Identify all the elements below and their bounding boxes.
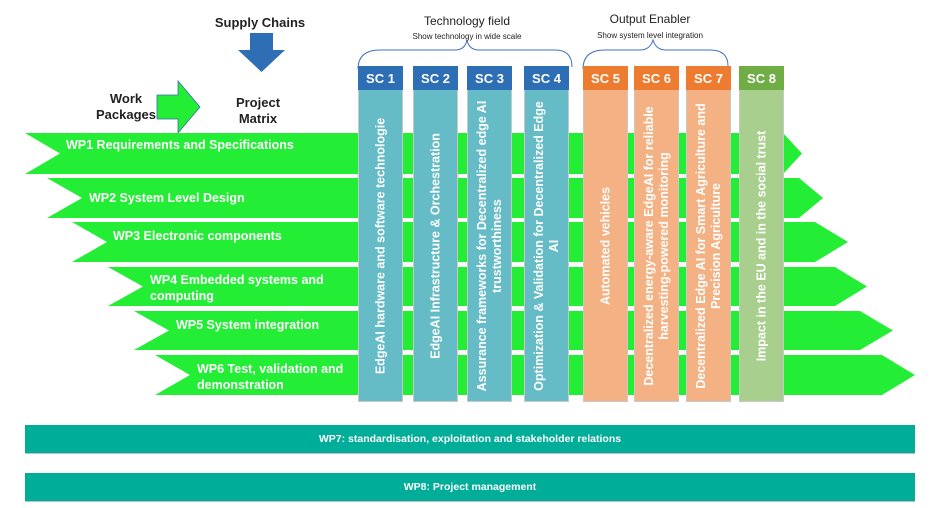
wp6-label: WP6 Test, validation and demonstration bbox=[197, 362, 344, 392]
sc1-label: EdgeAI hardware and software technologie bbox=[373, 117, 387, 374]
sc-column-1: SC 1 EdgeAI hardware and software techno… bbox=[358, 66, 403, 402]
sc-column-2: SC 2 EdgeAI Infrastructure & Orchestrati… bbox=[413, 66, 458, 402]
wp2-label: WP2 System Level Design bbox=[89, 191, 245, 205]
wp3-label: WP3 Electronic components bbox=[113, 229, 282, 243]
wp4-label: WP4 Embedded systems and computing bbox=[150, 273, 324, 303]
wp7-bar: WP7: standardisation, exploitation and s… bbox=[25, 425, 915, 454]
wp1-label: WP1 Requirements and Specifications bbox=[66, 138, 294, 152]
sc4-header: SC 4 bbox=[524, 66, 569, 90]
technology-field-subtitle: Show technology in wide scale bbox=[412, 32, 522, 41]
wp5-label: WP5 System integration bbox=[176, 318, 320, 332]
work-packages-arrow-icon bbox=[156, 79, 201, 135]
output-bracket bbox=[582, 38, 729, 70]
sc-column-7: SC 7 Decentralized Edge AI for Smart Agr… bbox=[686, 66, 731, 402]
sc2-label: EdgeAI Infrastructure & Orchestration bbox=[428, 132, 442, 359]
sc-column-3: SC 3 Assurance frameworks for Decentrali… bbox=[467, 66, 512, 402]
sc3-header: SC 3 bbox=[467, 66, 512, 90]
wp8-bar: WP8: Project management bbox=[25, 473, 915, 502]
sc-column-8: SC 8 Impact in the EU and in the social … bbox=[739, 66, 784, 402]
sc-column-4: SC 4 Optimization & Validation for Decen… bbox=[524, 66, 569, 402]
sc2-header: SC 2 bbox=[413, 66, 458, 90]
sc6-header: SC 6 bbox=[634, 66, 679, 90]
output-enabler-title: Output Enabler bbox=[609, 12, 691, 26]
supply-chains-arrow-icon bbox=[238, 33, 285, 72]
supply-chains-label: Supply Chains bbox=[214, 15, 306, 30]
sc6-label: Decentralized energy-aware EdgeAI for re… bbox=[641, 105, 671, 386]
work-packages-label: Work Packages bbox=[96, 91, 156, 122]
sc5-label: Automated vehicles bbox=[598, 186, 612, 305]
sc4-label: Optimization & Validation for Decentrali… bbox=[531, 100, 561, 391]
sc7-label: Decentralized Edge AI for Smart Agricult… bbox=[693, 102, 723, 389]
sc8-label: Impact in the EU and in the social trust bbox=[754, 130, 768, 361]
sc7-header: SC 7 bbox=[686, 66, 731, 90]
sc5-header: SC 5 bbox=[583, 66, 628, 90]
sc-column-5: SC 5 Automated vehicles bbox=[583, 66, 628, 402]
technology-bracket bbox=[357, 39, 573, 70]
sc1-header: SC 1 bbox=[358, 66, 403, 90]
sc-column-6: SC 6 Decentralized energy-aware EdgeAI f… bbox=[634, 66, 679, 402]
output-enabler-subtitle: Show system level integration bbox=[597, 31, 703, 40]
sc8-header: SC 8 bbox=[739, 66, 784, 90]
project-matrix-label: Project Matrix bbox=[235, 95, 281, 126]
sc3-label: Assurance frameworks for Decentralized e… bbox=[474, 100, 504, 391]
technology-field-title: Technology field bbox=[423, 14, 511, 28]
